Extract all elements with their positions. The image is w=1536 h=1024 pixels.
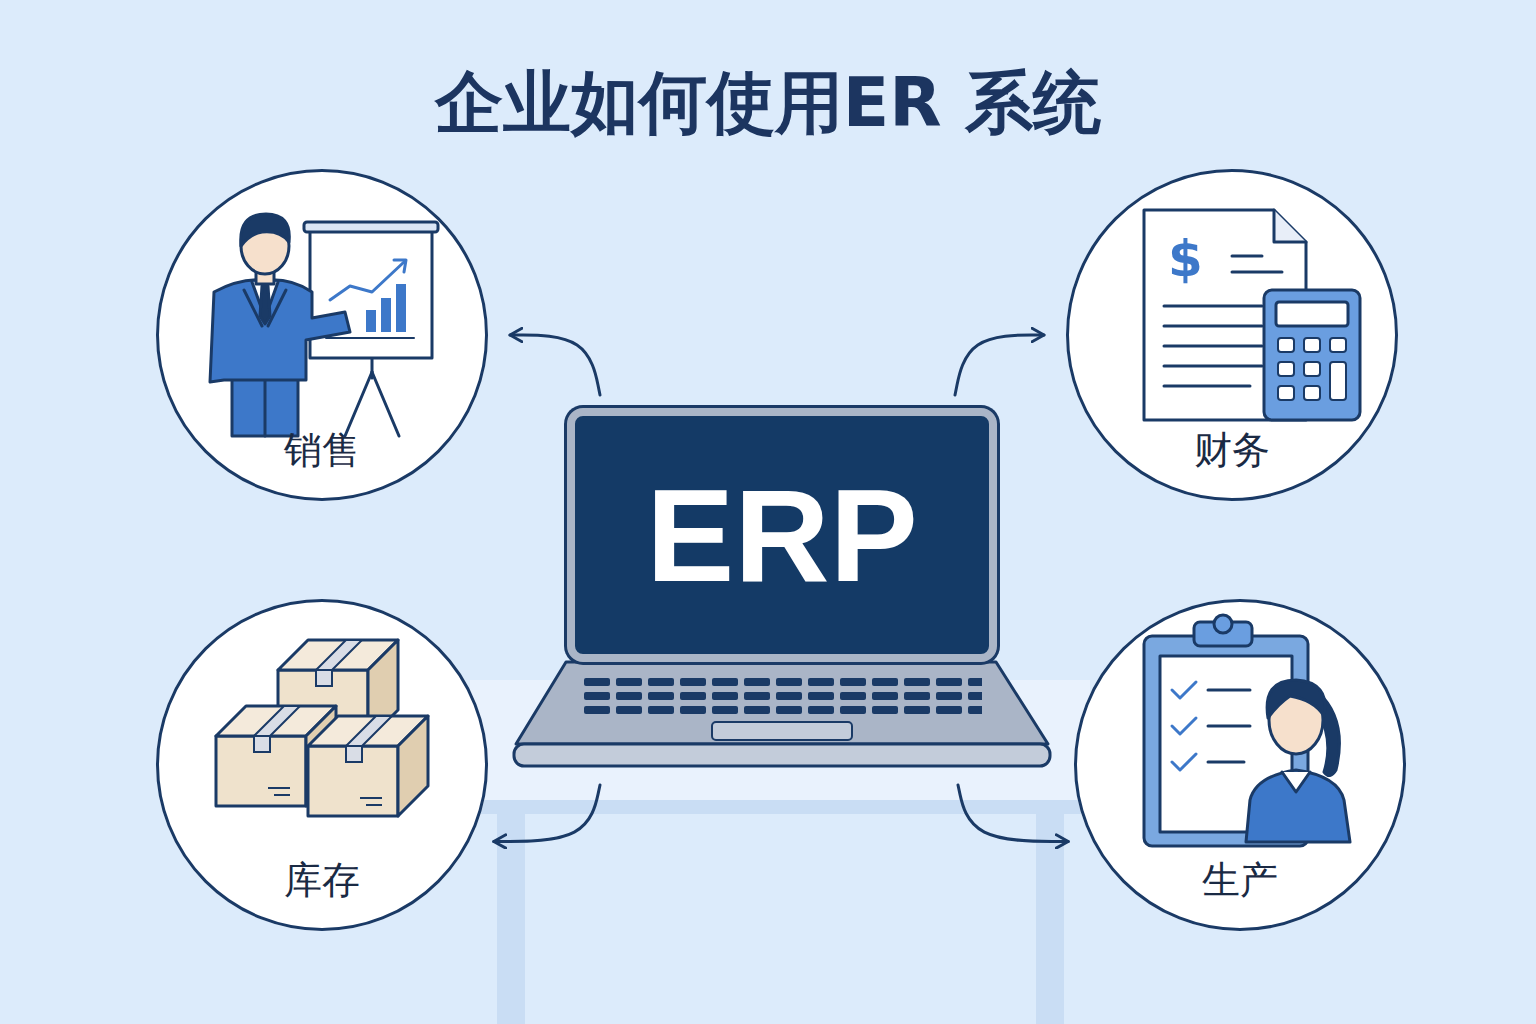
module-circle: 财务: [1066, 169, 1398, 501]
screen-label: ERP: [646, 460, 917, 611]
flow-arrow: [958, 785, 1068, 841]
laptop-base: [514, 662, 1050, 766]
boxes-icon: [216, 640, 428, 816]
flow-arrow: [494, 785, 600, 841]
module-circle: 销售: [156, 169, 488, 501]
presenter-icon: [210, 214, 438, 436]
module-label: 生产: [1077, 855, 1403, 906]
laptop-screen: ERP: [567, 408, 997, 662]
checklist-icon: [1144, 615, 1350, 846]
module-circle: 生产: [1074, 599, 1406, 931]
flow-arrow: [955, 335, 1044, 395]
title: 企业如何使用ER 系统: [0, 58, 1536, 149]
module-circle: 库存: [156, 599, 488, 931]
module-label: 库存: [159, 855, 485, 906]
module-label: 销售: [159, 425, 485, 476]
circle-ground: [156, 169, 1406, 931]
flow-arrow: [510, 335, 600, 395]
finance-icon: [1144, 210, 1360, 420]
currency-symbol: $: [1168, 230, 1203, 288]
module-label: 财务: [1069, 425, 1395, 476]
erp-laptop: ERP: [515, 405, 1050, 770]
